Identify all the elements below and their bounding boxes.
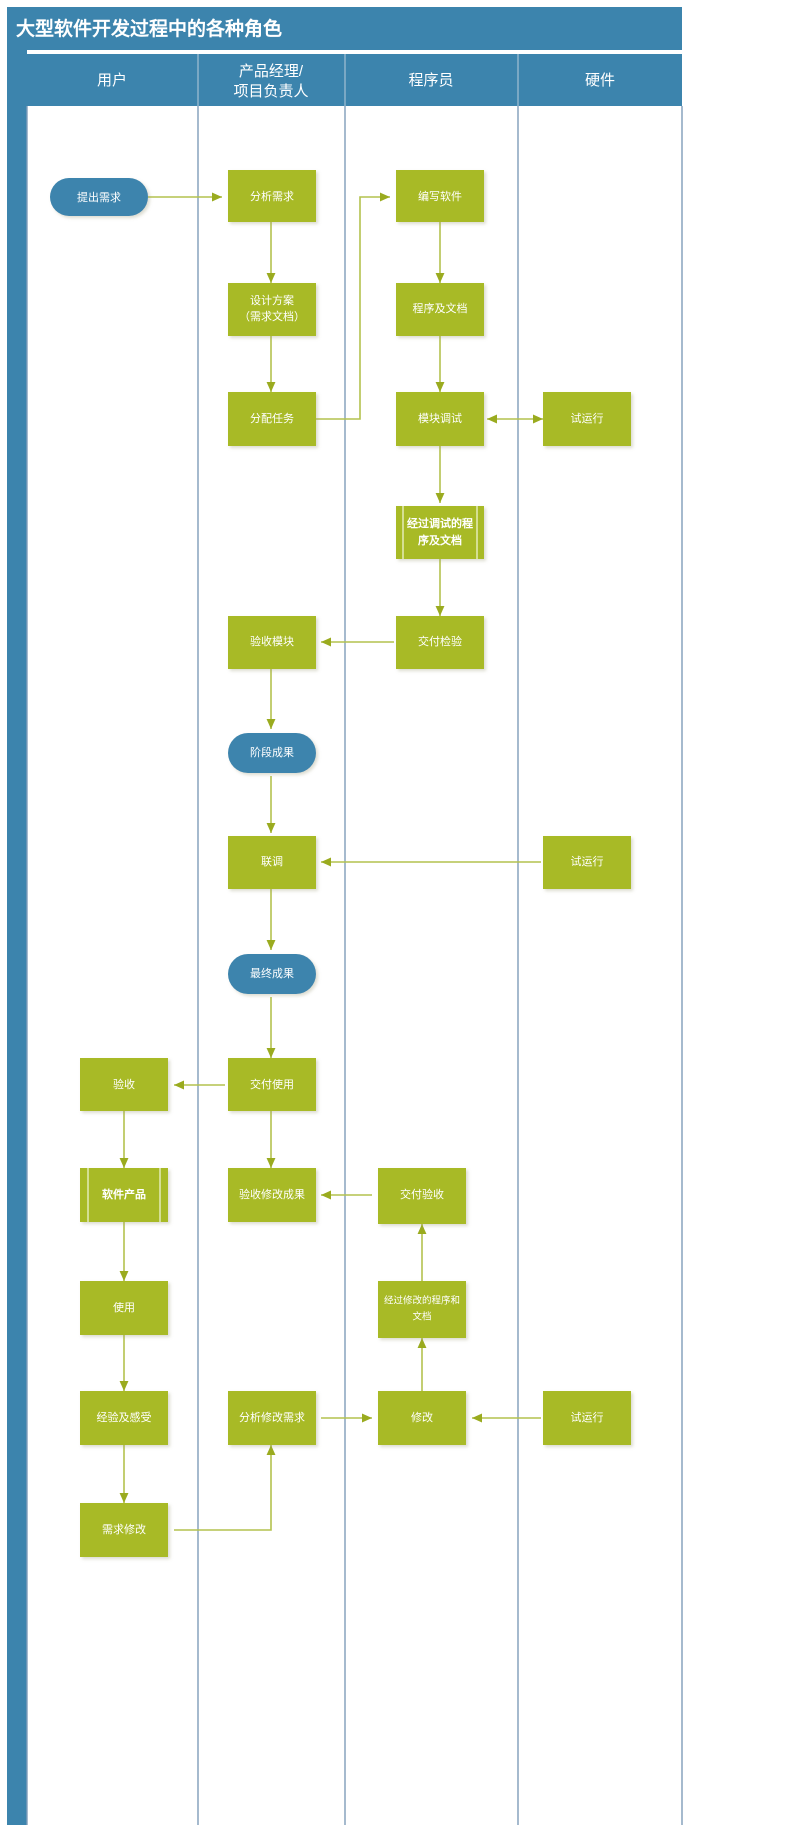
node-n20[interactable]: 交付验收 [378,1168,466,1224]
node-n25[interactable]: 修改 [378,1391,466,1445]
node-n5[interactable]: 程序及文档 [396,283,484,336]
node-n10[interactable]: 验收模块 [228,616,316,669]
node-n2[interactable]: 分析需求 [228,170,316,222]
lane-header-row: 用户 产品经理/ 项目负责人 程序员 硬件 [27,54,682,106]
left-spine [7,50,27,1825]
node-n17[interactable]: 交付使用 [228,1058,316,1111]
lane-dividers [26,106,683,1825]
node-n14[interactable]: 试运行 [543,836,631,889]
lane-header-dev: 程序员 [408,72,453,89]
title-bar: 大型软件开发过程中的各种角色 [7,7,682,50]
node-n15[interactable]: 最终成果 [228,954,316,994]
lane-header-pm-line2: 项目负责人 [233,83,308,100]
connectors [119,192,543,1531]
node-n13[interactable]: 联调 [228,836,316,889]
node-n3[interactable]: 编写软件 [396,170,484,222]
node-n21[interactable]: 使用 [80,1281,168,1335]
node-n24[interactable]: 分析修改需求 [228,1391,316,1445]
node-n26[interactable]: 试运行 [543,1391,631,1445]
node-n9[interactable]: 经过调试的程 序及文档 [396,506,484,559]
node-n6[interactable]: 分配任务 [228,392,316,446]
node-n7[interactable]: 模块调试 [396,392,484,446]
node-n23[interactable]: 经验及感受 [80,1391,168,1445]
node-n16[interactable]: 验收 [80,1058,168,1111]
node-n4[interactable]: 设计方案 （需求文档） [228,283,316,336]
lane-header-hw: 硬件 [585,72,615,89]
edge-n6-n3 [316,192,390,420]
lane-header-user: 用户 [97,72,127,89]
node-n18[interactable]: 软件产品 [80,1168,168,1222]
node-n27[interactable]: 需求修改 [80,1503,168,1557]
node-n1[interactable]: 提出需求 [50,178,148,216]
node-n19[interactable]: 验收修改成果 [228,1168,316,1222]
lane-header-pm-line1: 产品经理/ [239,63,304,80]
node-n12[interactable]: 阶段成果 [228,733,316,773]
edge-n27-n24 [174,1445,276,1531]
node-n8[interactable]: 试运行 [543,392,631,446]
page-title: 大型软件开发过程中的各种角色 [16,17,282,40]
node-n22[interactable]: 经过修改的程序和 文档 [378,1281,466,1338]
node-n11[interactable]: 交付检验 [396,616,484,669]
